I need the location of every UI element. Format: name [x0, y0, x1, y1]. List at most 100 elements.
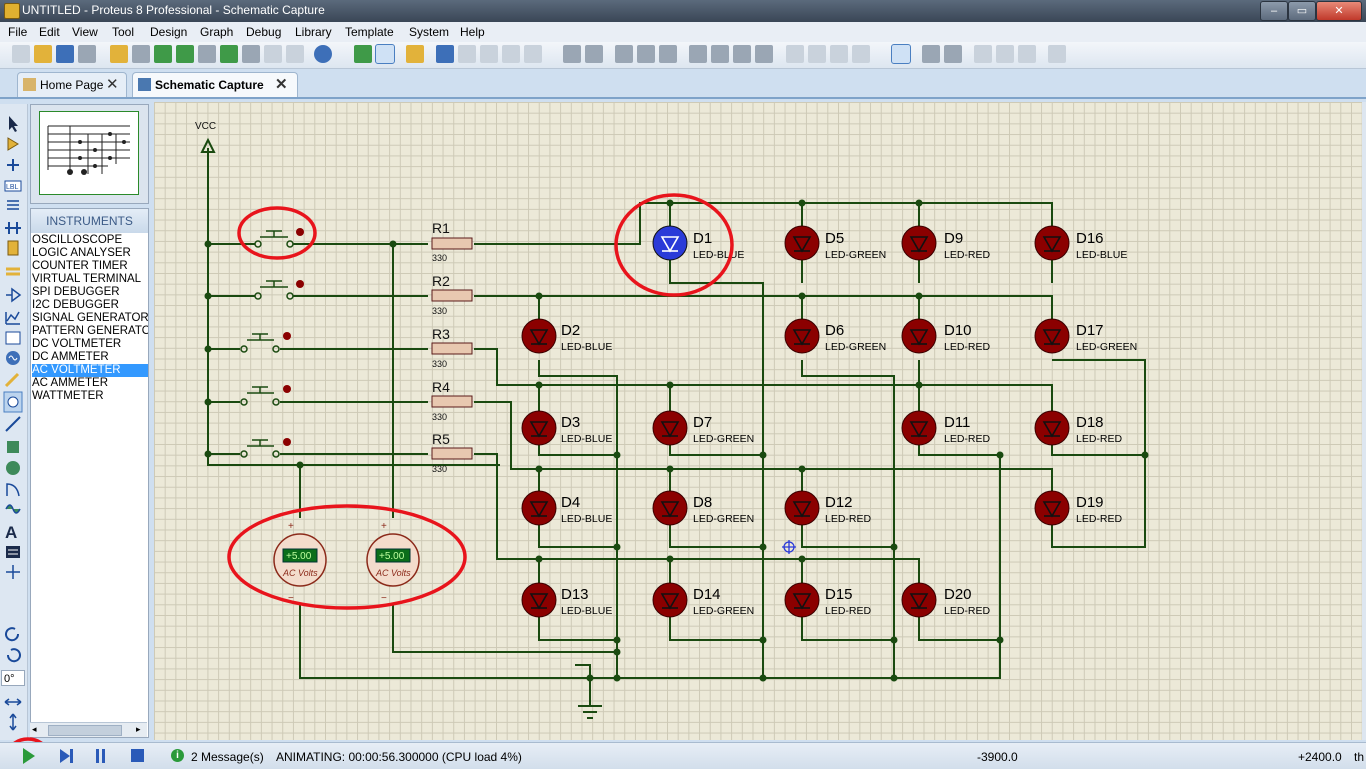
instrument-item[interactable]: SPI DEBUGGER: [32, 286, 120, 298]
menu-edit[interactable]: Edit: [39, 25, 60, 39]
maximize-button[interactable]: ▭: [1288, 1, 1316, 21]
help-icon[interactable]: [314, 45, 332, 63]
instrument-item[interactable]: AC AMMETER: [32, 377, 109, 389]
instrument-item[interactable]: WATTMETER: [32, 390, 104, 402]
block-copy-icon[interactable]: [689, 45, 707, 63]
symbol-tool-icon[interactable]: [6, 546, 20, 558]
text-tool-icon[interactable]: A: [5, 523, 17, 542]
terminals-mode-icon[interactable]: [6, 267, 20, 276]
tab-schematic-capture[interactable]: Schematic Capture ✕: [132, 72, 298, 97]
wire-autorouter-icon[interactable]: [891, 44, 911, 64]
netlist-icon[interactable]: [1048, 45, 1066, 63]
instrument-item[interactable]: I2C DEBUGGER: [32, 299, 119, 311]
overview-viewport[interactable]: [39, 111, 139, 195]
gerber-icon[interactable]: [198, 45, 216, 63]
design-explorer-icon[interactable]: [264, 45, 282, 63]
open-folder-icon[interactable]: [34, 45, 52, 63]
menu-help[interactable]: Help: [460, 25, 485, 39]
path-tool-icon[interactable]: [5, 504, 21, 514]
component-mode-icon[interactable]: [7, 137, 19, 151]
remove-sheet-icon[interactable]: [996, 45, 1014, 63]
junction-mode-icon[interactable]: [7, 159, 19, 171]
mirror-horizontal-icon[interactable]: [4, 698, 22, 706]
property-assignment-icon[interactable]: [944, 45, 962, 63]
minimize-button[interactable]: –: [1260, 1, 1288, 21]
menu-view[interactable]: View: [72, 25, 98, 39]
zoom-area-icon[interactable]: [524, 45, 542, 63]
menu-tool[interactable]: Tool: [112, 25, 135, 39]
save-icon[interactable]: [56, 45, 74, 63]
pcb-layout-icon[interactable]: [154, 45, 172, 63]
instrument-item[interactable]: COUNTER TIMER: [32, 260, 128, 272]
grid-toggle-icon[interactable]: [375, 44, 395, 64]
block-delete-icon[interactable]: [755, 45, 773, 63]
step-button[interactable]: [60, 749, 73, 763]
menu-debug[interactable]: Debug: [246, 25, 282, 39]
block-rotate-icon[interactable]: [733, 45, 751, 63]
exit-to-parent-icon[interactable]: [1018, 45, 1036, 63]
menu-design[interactable]: Design: [150, 25, 188, 39]
pick-parts-icon[interactable]: [786, 45, 804, 63]
instrument-item[interactable]: DC AMMETER: [32, 351, 109, 363]
pause-button[interactable]: [96, 749, 105, 763]
canvas-vertical-scrollbar[interactable]: [1362, 102, 1366, 740]
instruments-horizontal-scrollbar[interactable]: ◂ ▸: [30, 722, 147, 737]
scroll-right-icon[interactable]: ▸: [136, 724, 141, 734]
notes-icon[interactable]: [286, 45, 304, 63]
device-pins-mode-icon[interactable]: [6, 287, 22, 303]
zoom-all-icon[interactable]: [502, 45, 520, 63]
paste-icon[interactable]: [659, 45, 677, 63]
instrument-item-selected[interactable]: AC VOLTMETER: [32, 364, 148, 377]
make-device-icon[interactable]: [808, 45, 826, 63]
play-button[interactable]: [23, 748, 35, 764]
home-icon[interactable]: [110, 45, 128, 63]
3d-viewer-icon[interactable]: [176, 45, 194, 63]
redo-icon[interactable]: [585, 45, 603, 63]
scroll-thumb[interactable]: [48, 725, 122, 736]
selection-mode-icon[interactable]: [9, 116, 18, 132]
cut-icon[interactable]: [615, 45, 633, 63]
instrument-item[interactable]: SIGNAL GENERATOR: [32, 312, 148, 324]
probe-mode-icon[interactable]: [4, 372, 20, 388]
zoom-in-icon[interactable]: [458, 45, 476, 63]
scroll-left-icon[interactable]: ◂: [32, 724, 37, 734]
message-count[interactable]: 2 Message(s): [191, 750, 264, 764]
close-tab-icon[interactable]: ✕: [106, 76, 119, 93]
instruments-mode-icon[interactable]: [3, 391, 23, 413]
text-script-icon[interactable]: [7, 200, 19, 210]
import-icon[interactable]: [78, 45, 96, 63]
stop-button[interactable]: [131, 749, 144, 762]
box-tool-icon[interactable]: [7, 441, 19, 453]
menu-library[interactable]: Library: [295, 25, 332, 39]
search-tag-icon[interactable]: [922, 45, 940, 63]
rotation-angle-field[interactable]: 0°: [1, 670, 25, 686]
generator-mode-icon[interactable]: [6, 351, 20, 365]
marker-tool-icon[interactable]: [6, 565, 20, 579]
wire-label-icon[interactable]: LBL: [4, 180, 22, 192]
subcircuit-mode-icon[interactable]: [7, 240, 19, 256]
packaging-tool-icon[interactable]: [830, 45, 848, 63]
instrument-item[interactable]: VIRTUAL TERMINAL: [32, 273, 142, 285]
refresh-icon[interactable]: [354, 45, 372, 63]
new-file-icon[interactable]: [12, 45, 30, 63]
instrument-item[interactable]: DC VOLTMETER: [32, 338, 122, 350]
decompose-icon[interactable]: [852, 45, 870, 63]
schematic-canvas[interactable]: [154, 102, 1362, 740]
rotate-clockwise-icon[interactable]: [5, 627, 20, 642]
mirror-vertical-icon[interactable]: [9, 713, 17, 731]
arc-tool-icon[interactable]: [6, 483, 20, 497]
line-tool-icon[interactable]: [5, 416, 21, 432]
tab-home-page[interactable]: Home Page ✕: [17, 72, 127, 97]
menu-file[interactable]: File: [8, 25, 28, 39]
copy-icon[interactable]: [637, 45, 655, 63]
block-move-icon[interactable]: [711, 45, 729, 63]
undo-icon[interactable]: [563, 45, 581, 63]
menu-template[interactable]: Template: [345, 25, 394, 39]
menu-graph[interactable]: Graph: [200, 25, 234, 39]
zoom-out-icon[interactable]: [480, 45, 498, 63]
pan-icon[interactable]: [436, 45, 454, 63]
close-tab-icon[interactable]: ✕: [275, 76, 288, 93]
buses-mode-icon[interactable]: [5, 222, 21, 234]
tape-recorder-icon[interactable]: [5, 331, 21, 345]
source-code-icon[interactable]: [242, 45, 260, 63]
